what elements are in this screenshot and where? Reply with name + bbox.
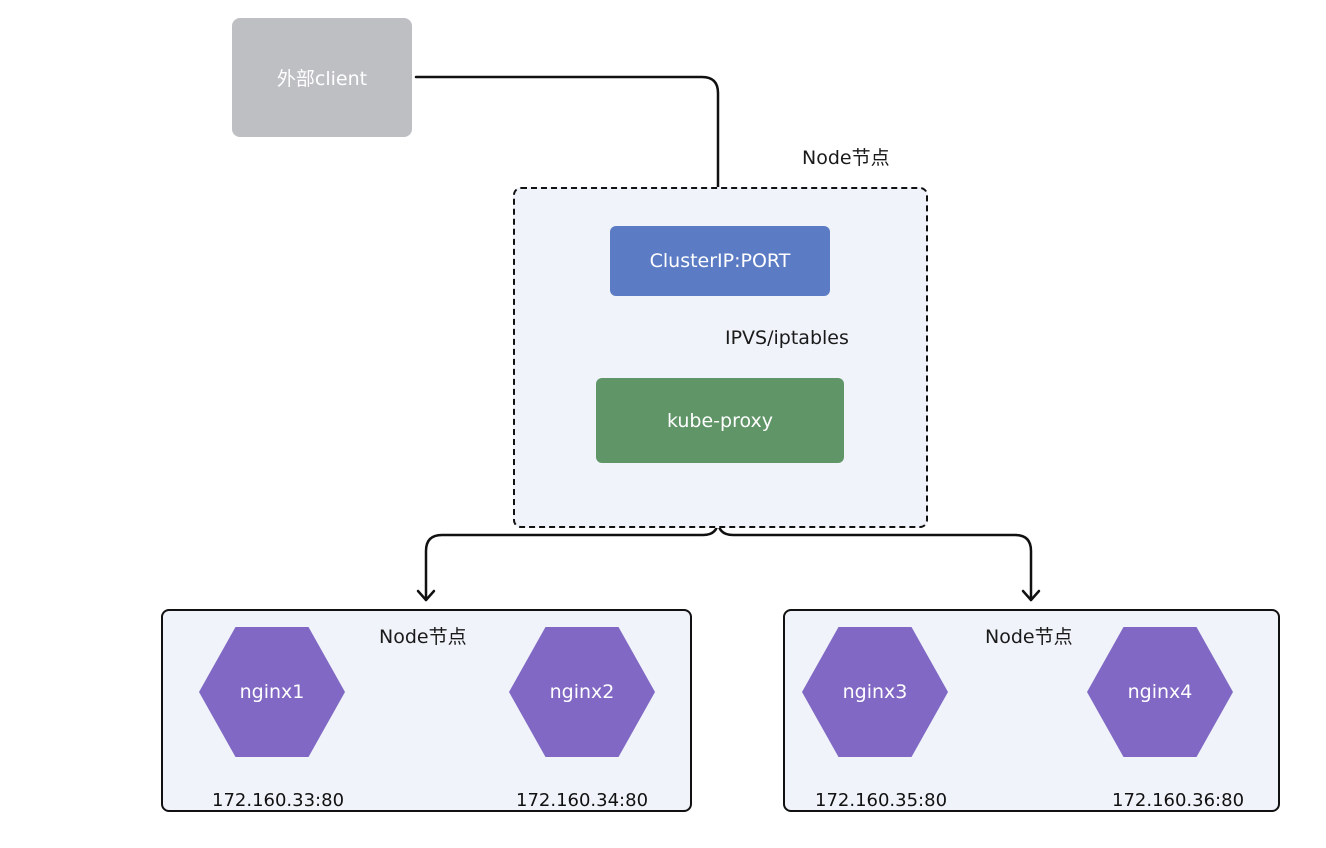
node-top-title: Node节点 bbox=[802, 147, 890, 169]
pod-address: 172.160.34:80 bbox=[516, 790, 649, 811]
pod-address: 172.160.35:80 bbox=[815, 790, 948, 811]
node-left-title: Node节点 bbox=[379, 626, 467, 648]
node-right-title: Node节点 bbox=[985, 626, 1073, 648]
pod-name: nginx4 bbox=[1127, 681, 1193, 703]
kube-proxy-box: kube-proxy bbox=[596, 378, 844, 463]
pod-hexagon: nginx1 bbox=[199, 627, 345, 757]
kube-proxy-label: kube-proxy bbox=[666, 409, 774, 432]
pod-name: nginx1 bbox=[239, 681, 305, 703]
edge-kubeproxy-to-right-node bbox=[716, 518, 1033, 602]
pod-address: 172.160.36:80 bbox=[1112, 790, 1245, 811]
clusterip-label: ClusterIP:PORT bbox=[649, 250, 791, 272]
pod-address: 172.160.33:80 bbox=[212, 790, 345, 811]
pod-name: nginx3 bbox=[842, 681, 908, 703]
edge-label-ipvs: IPVS/iptables bbox=[725, 327, 849, 349]
arrowhead-right-node bbox=[1021, 589, 1041, 602]
pod-hexagon: nginx4 bbox=[1087, 627, 1233, 757]
arrowhead-left-node bbox=[416, 589, 436, 602]
external-client-box: 外部client bbox=[232, 18, 412, 137]
clusterip-box: ClusterIP:PORT bbox=[610, 226, 830, 296]
external-client-label: 外部client bbox=[276, 68, 368, 90]
pod-name: nginx2 bbox=[549, 681, 615, 703]
